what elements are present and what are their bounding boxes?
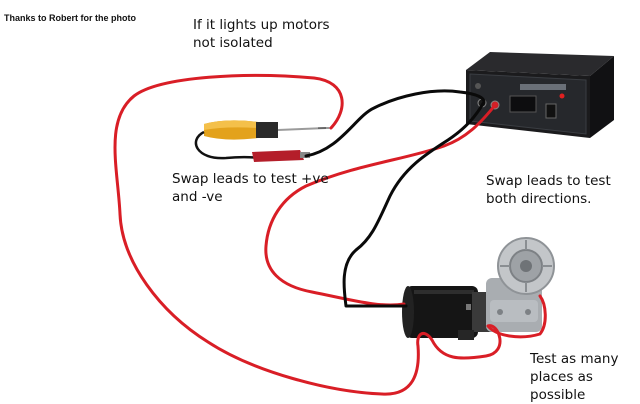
gearbox-icon xyxy=(486,237,555,332)
black-wire xyxy=(304,89,486,308)
red-wire-supply xyxy=(264,102,498,307)
red-wire-loop xyxy=(113,73,502,396)
lights-up-note: If it lights up motors not isolated xyxy=(193,17,330,51)
motor-icon xyxy=(402,286,492,340)
photo-credit: Thanks to Robert for the photo xyxy=(4,13,136,23)
swap-direction-note: Swap leads to test both directions. xyxy=(486,173,611,207)
swap-polarity-note: Swap leads to test +ve and -ve xyxy=(172,171,329,205)
test-places-note: Test as many places as possible xyxy=(530,351,619,403)
red-wire-gearbox xyxy=(486,294,547,339)
power-supply-icon xyxy=(466,52,614,138)
test-lamp-icon xyxy=(194,120,330,162)
